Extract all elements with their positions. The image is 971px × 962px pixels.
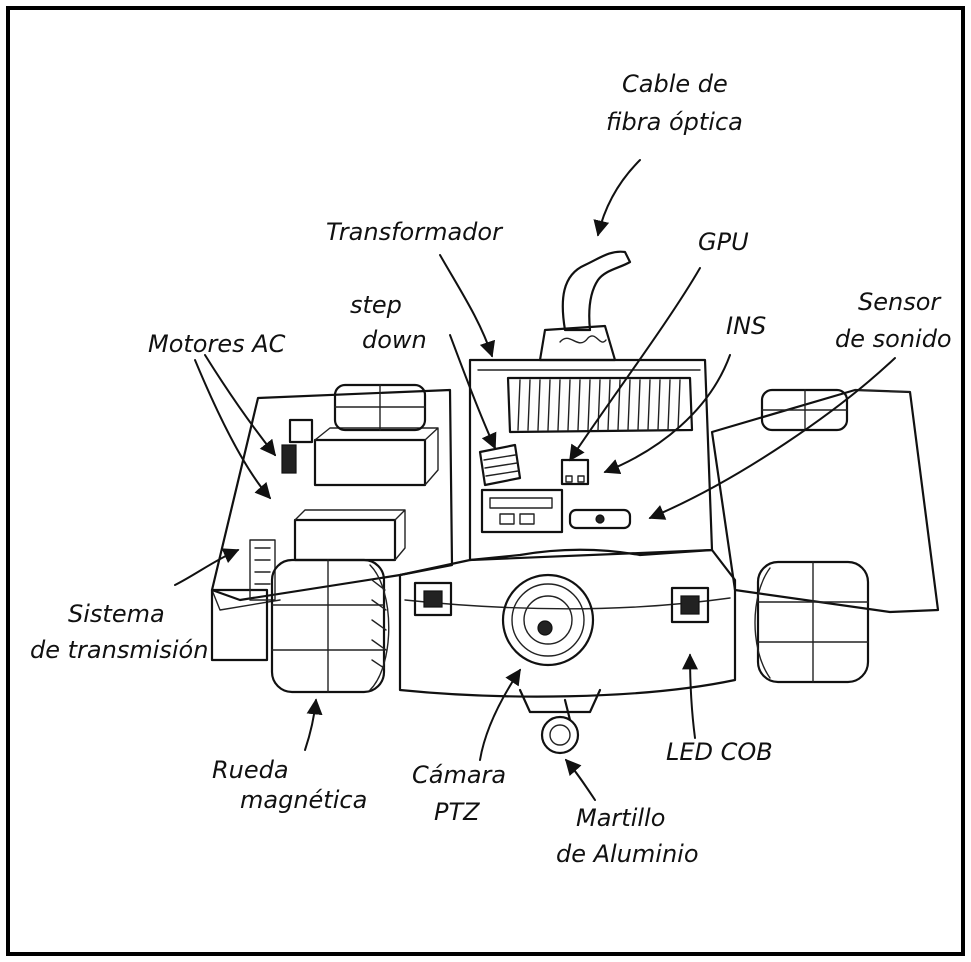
callout-arrows	[175, 160, 895, 800]
label-cable-2: fibra óptica	[606, 108, 743, 136]
robot-body	[212, 326, 938, 697]
label-cable-1: Cable de	[622, 70, 728, 98]
ins-module	[562, 460, 588, 484]
label-down: down	[362, 326, 427, 354]
label-rueda-1: Rueda	[212, 756, 289, 784]
label-sensor-1: Sensor	[858, 288, 942, 316]
label-step: step	[350, 291, 402, 319]
aluminum-hammer	[520, 690, 600, 753]
label-rueda-2: magnética	[240, 786, 367, 814]
label-sistema-1: Sistema	[68, 600, 165, 628]
label-martillo-2: de Aluminio	[556, 840, 699, 868]
label-sistema-2: de transmisión	[30, 636, 208, 664]
fiber-cable	[563, 252, 630, 330]
transformer-coil	[508, 378, 692, 432]
label-transformador: Transformador	[326, 218, 504, 246]
magnetic-wheel-right	[755, 562, 868, 682]
step-down-module	[480, 445, 520, 485]
led-cob-panels	[415, 583, 708, 622]
label-motores: Motores AC	[148, 330, 286, 358]
electronics-board	[482, 490, 630, 532]
ptz-camera	[503, 575, 593, 665]
label-gpu: GPU	[698, 228, 749, 256]
label-camara-2: PTZ	[434, 798, 480, 826]
label-ins: INS	[726, 312, 766, 340]
motores-ac-units	[282, 420, 438, 560]
label-martillo-1: Martillo	[576, 804, 665, 832]
label-led: LED COB	[666, 738, 773, 766]
label-sensor-2: de sonido	[835, 325, 952, 353]
label-camara-1: Cámara	[412, 761, 506, 789]
